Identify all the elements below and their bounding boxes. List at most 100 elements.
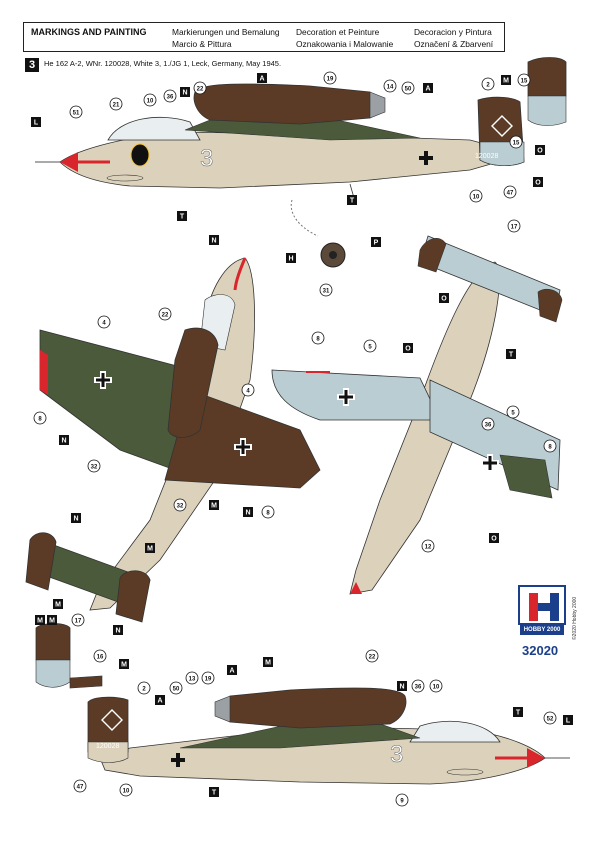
callout-17: 17 xyxy=(507,219,521,233)
callout-N: N xyxy=(209,235,219,245)
header-col2: Decoration et Peinture Oznakowania i Mal… xyxy=(296,26,393,50)
callout-47: 47 xyxy=(503,185,517,199)
svg-text:M: M xyxy=(503,78,509,85)
svg-text:31: 31 xyxy=(323,289,330,295)
svg-text:32: 32 xyxy=(177,504,184,510)
sheet-number: 3 xyxy=(25,58,39,72)
logo-bar: HOBBY 2000 xyxy=(520,625,564,635)
tail-serial-top: 120028 xyxy=(475,153,498,160)
svg-text:P: P xyxy=(374,240,379,247)
svg-text:8: 8 xyxy=(266,511,270,517)
callout-8: 8 xyxy=(261,505,275,519)
callout-2: 2 xyxy=(137,681,151,695)
svg-text:O: O xyxy=(537,148,543,155)
callout-31: 31 xyxy=(319,283,333,297)
callout-50: 50 xyxy=(169,681,183,695)
callout-52: 52 xyxy=(543,711,557,725)
svg-text:N: N xyxy=(73,516,78,523)
callout-O: O xyxy=(533,177,543,187)
callout-36: 36 xyxy=(163,89,177,103)
callout-A: A xyxy=(423,83,433,93)
callout-O: O xyxy=(535,145,545,155)
svg-text:T: T xyxy=(350,198,355,205)
svg-text:19: 19 xyxy=(327,77,334,83)
callout-T: T xyxy=(506,349,516,359)
svg-text:50: 50 xyxy=(173,687,180,693)
svg-text:9: 9 xyxy=(400,799,404,805)
svg-text:N: N xyxy=(182,90,187,97)
callout-10: 10 xyxy=(143,93,157,107)
callout-P: P xyxy=(371,237,381,247)
callout-36: 36 xyxy=(411,679,425,693)
callout-N: N xyxy=(180,87,190,97)
svg-text:17: 17 xyxy=(75,619,82,625)
svg-text:8: 8 xyxy=(548,445,552,451)
callout-51: 51 xyxy=(69,105,83,119)
svg-text:2: 2 xyxy=(142,687,146,693)
svg-text:8: 8 xyxy=(316,337,320,343)
side-code-top: 3 xyxy=(200,145,213,172)
header-col3: Decoracion y Pintura Označení & Zbarvení xyxy=(414,26,493,50)
callout-4: 4 xyxy=(241,383,255,397)
callout-O: O xyxy=(489,533,499,543)
tail-serial-bottom: 120028 xyxy=(96,743,119,750)
logo-box xyxy=(518,585,566,625)
svg-text:14: 14 xyxy=(387,85,394,91)
svg-text:10: 10 xyxy=(123,789,130,795)
side-profile-right: 3 120028 xyxy=(35,623,570,785)
svg-text:N: N xyxy=(211,238,216,245)
callout-A: A xyxy=(155,695,165,705)
callout-M: M xyxy=(53,599,63,609)
svg-text:4: 4 xyxy=(102,321,106,327)
svg-text:O: O xyxy=(405,346,411,353)
svg-text:52: 52 xyxy=(547,717,554,723)
svg-text:22: 22 xyxy=(197,87,204,93)
callout-N: N xyxy=(71,513,81,523)
callout-36: 36 xyxy=(481,417,495,431)
svg-text:A: A xyxy=(157,698,162,705)
svg-text:36: 36 xyxy=(485,423,492,429)
svg-text:T: T xyxy=(212,790,217,797)
plan-view-bottom xyxy=(271,235,563,595)
callout-N: N xyxy=(243,507,253,517)
svg-text:M: M xyxy=(211,503,217,510)
callout-M: M xyxy=(35,615,45,625)
svg-text:51: 51 xyxy=(73,111,80,117)
callout-22: 22 xyxy=(193,81,207,95)
svg-text:17: 17 xyxy=(511,225,518,231)
svg-text:M: M xyxy=(37,618,43,625)
svg-text:5: 5 xyxy=(511,411,515,417)
svg-text:T: T xyxy=(180,214,185,221)
svg-text:16: 16 xyxy=(97,655,104,661)
svg-text:T: T xyxy=(516,710,521,717)
callout-32: 32 xyxy=(87,459,101,473)
svg-text:L: L xyxy=(566,718,571,725)
svg-text:22: 22 xyxy=(162,313,169,319)
side-profile-left: 3 120028 xyxy=(35,57,567,199)
callout-M: M xyxy=(501,75,511,85)
svg-text:M: M xyxy=(147,546,153,553)
callout-8: 8 xyxy=(543,439,557,453)
header-col3-line2: Označení & Zbarvení xyxy=(414,39,494,49)
svg-text:2: 2 xyxy=(486,83,490,89)
svg-text:10: 10 xyxy=(147,99,154,105)
callout-2: 2 xyxy=(481,77,495,91)
svg-text:22: 22 xyxy=(369,655,376,661)
svg-text:47: 47 xyxy=(507,191,514,197)
callout-O: O xyxy=(439,293,449,303)
callout-M: M xyxy=(263,657,273,667)
svg-text:A: A xyxy=(425,86,430,93)
svg-text:N: N xyxy=(115,628,120,635)
callout-10: 10 xyxy=(469,189,483,203)
callout-13: 13 xyxy=(185,671,199,685)
kit-number: 32020 xyxy=(522,643,559,658)
callout-N: N xyxy=(59,435,69,445)
callout-T: T xyxy=(347,195,357,205)
callout-A: A xyxy=(227,665,237,675)
callout-N: N xyxy=(397,681,407,691)
callout-L: L xyxy=(563,715,573,725)
callout-8: 8 xyxy=(33,411,47,425)
header-col1-line1: Markierungen und Bemalung xyxy=(172,27,280,37)
